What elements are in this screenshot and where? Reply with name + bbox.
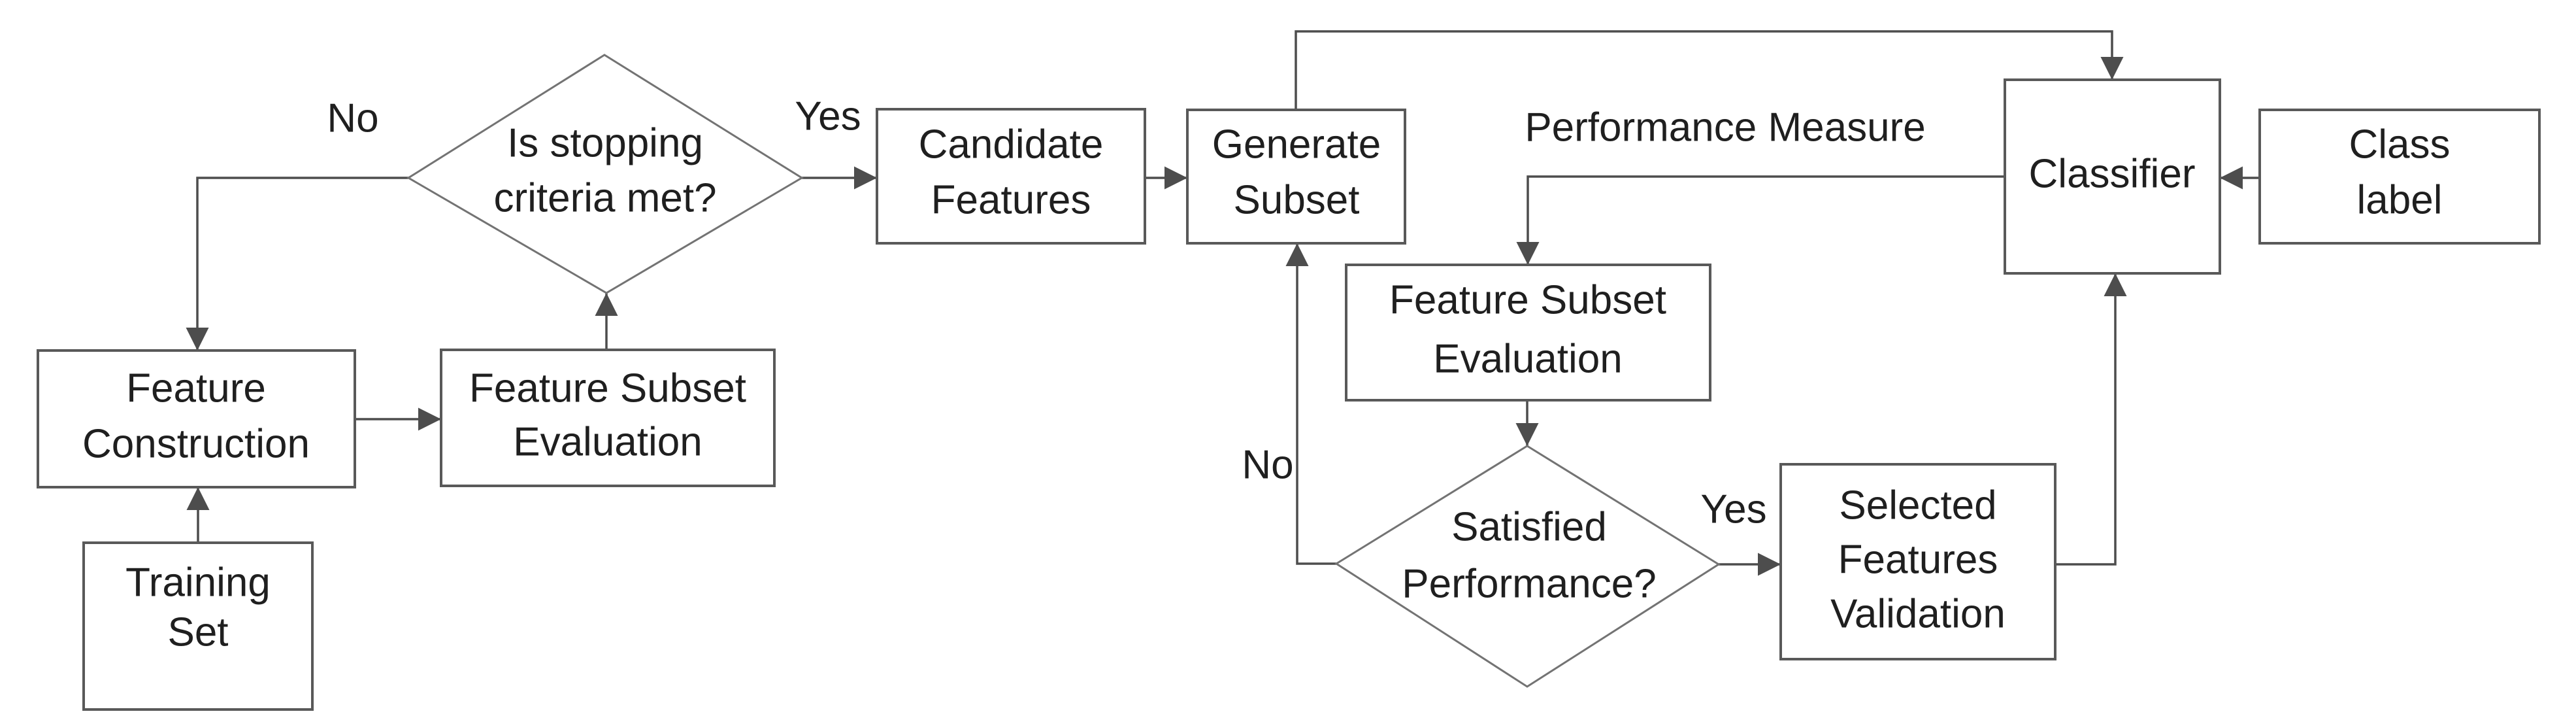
edge-label-no-left: No [327,95,378,141]
stopping-criteria-diamond [406,54,804,294]
node-stopping-criteria-diamond: Is stopping criteria met? [406,54,804,294]
stopping-criteria-label: criteria met? [493,175,716,220]
class-label-label: label [2357,177,2443,222]
satisfied-performance-label: Performance? [1402,561,1656,606]
feature-subset-evaluation-left-label: Evaluation [513,419,702,464]
training-set-label: Set [167,609,228,655]
training-set-label: Training [125,560,271,605]
edge-label-yes-left: Yes [795,94,861,139]
node-class-label: Class label [2258,109,2541,245]
edge-label-performance-measure: Performance Measure [1525,105,1925,150]
satisfied-performance-label: Satisfied [1451,504,1607,549]
selected-features-validation-label: Features [1838,537,1998,582]
selected-features-validation-label: Validation [1830,591,2006,636]
node-feature-construction: Feature Construction [37,349,356,488]
feature-construction-label: Construction [82,421,310,466]
feature-subset-evaluation-right-box [1345,264,1711,402]
node-training-set: Training Set [82,541,314,711]
node-satisfied-performance-diamond: Satisfied Performance? [1334,445,1721,688]
feature-subset-evaluation-left-box [440,349,776,487]
edge-classifier-to-evaluation-right [1516,175,2005,265]
node-feature-subset-evaluation-right: Feature Subset Evaluation [1345,264,1711,402]
class-label-label: Class [2349,122,2450,167]
generate-subset-box [1186,109,1406,245]
training-set-box [82,541,314,711]
edge-satisfied-no-to-generate [1285,243,1336,565]
selected-features-validation-label: Selected [1839,483,1996,528]
generate-subset-label: Generate [1212,122,1381,167]
feature-subset-evaluation-right-label: Evaluation [1433,336,1623,381]
stopping-criteria-label: Is stopping [507,120,703,165]
edge-validation-to-classifier [2055,273,2127,566]
feature-subset-evaluation-right-label: Feature Subset [1389,277,1666,322]
selected-features-validation-box [1779,463,2056,660]
feature-subset-evaluation-left-label: Feature Subset [469,366,746,411]
generate-subset-label: Subset [1233,177,1359,222]
classifier-label: Classifier [2029,151,2196,196]
edge-labels: No Yes Performance Measure No Yes [327,94,1925,532]
node-feature-subset-evaluation-left: Feature Subset Evaluation [440,349,776,487]
candidate-features-label: Candidate [919,122,1104,167]
class-label-box [2258,109,2541,245]
feature-construction-box [37,349,356,488]
candidate-features-box [876,108,1146,245]
classifier-box [2004,78,2221,275]
satisfied-performance-diamond [1334,445,1721,688]
edge-label-no-right: No [1242,442,1293,487]
node-selected-features-validation: Selected Features Validation [1779,463,2056,660]
node-classifier: Classifier [2004,78,2221,275]
edge-label-yes-right: Yes [1700,487,1766,532]
node-generate-subset: Generate Subset [1186,109,1406,245]
edges [186,30,2260,576]
edge-generate-to-classifier [1295,30,2124,110]
feature-construction-label: Feature [126,366,266,411]
edge-stopping-no-to-construction [186,177,408,350]
node-candidate-features: Candidate Features [876,108,1146,245]
candidate-features-label: Features [931,177,1091,222]
